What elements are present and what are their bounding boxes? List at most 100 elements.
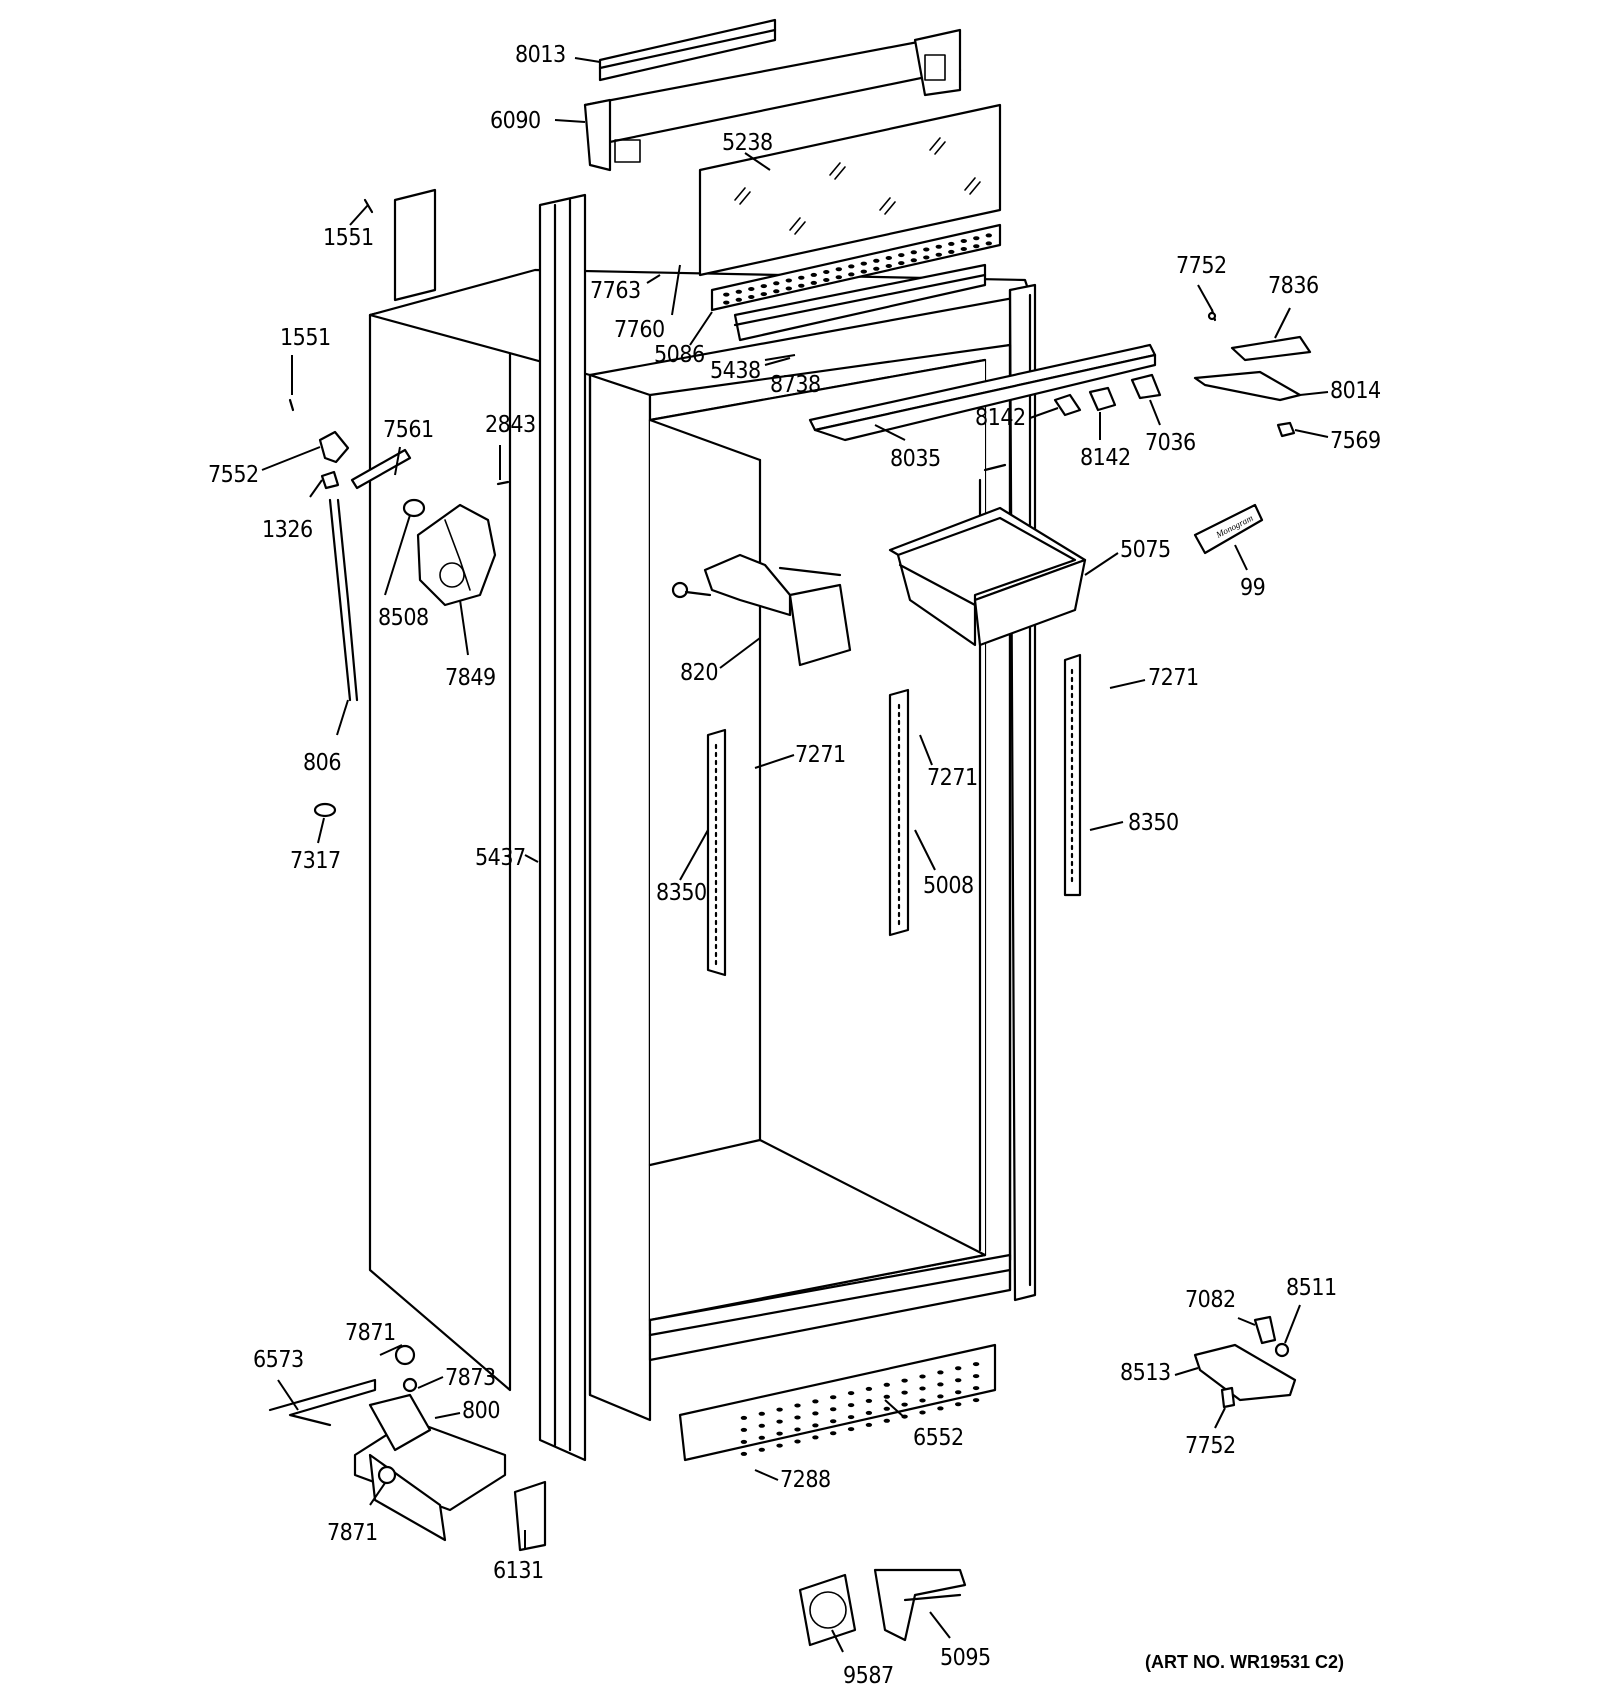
perforation-dot bbox=[740, 1439, 748, 1444]
perforation-dot bbox=[830, 1407, 837, 1412]
perforation-dot bbox=[785, 286, 792, 291]
leader-5095 bbox=[929, 1611, 951, 1639]
part-label-5075: 5075 bbox=[1120, 537, 1171, 563]
monogram-badge-99: Monogram bbox=[1193, 503, 1264, 555]
hinge-7836 bbox=[1230, 335, 1312, 362]
perforation-dot bbox=[758, 1411, 765, 1416]
part-label-7849: 7849 bbox=[445, 665, 496, 691]
part-label-806: 806 bbox=[303, 750, 341, 776]
perforation-dot bbox=[973, 236, 980, 241]
bracket-6131 bbox=[513, 1480, 547, 1552]
perforation-dot bbox=[848, 264, 855, 269]
perforation-dot bbox=[723, 292, 730, 297]
perforation-dot bbox=[812, 1399, 819, 1404]
part-label-5086: 5086 bbox=[654, 342, 705, 368]
perforation-dot bbox=[937, 1394, 944, 1399]
water-valve-assembly-800 bbox=[353, 1344, 507, 1542]
part-label-820: 820 bbox=[680, 660, 718, 686]
perforation-dot bbox=[865, 1422, 873, 1427]
perforation-dot bbox=[919, 1398, 926, 1403]
nut-7569 bbox=[1276, 421, 1296, 438]
perforation-dot bbox=[948, 241, 955, 246]
part-label-7271a: 7271 bbox=[795, 742, 846, 768]
part-label-7760: 7760 bbox=[614, 317, 665, 343]
perforation-dot bbox=[776, 1407, 783, 1412]
leader-7271b bbox=[919, 734, 933, 766]
perforation-dot bbox=[955, 1366, 962, 1371]
perforation-dot bbox=[865, 1410, 873, 1415]
part-label-99: 99 bbox=[1240, 575, 1265, 601]
part-label-8513: 8513 bbox=[1120, 1360, 1171, 1386]
perforation-dot bbox=[776, 1431, 783, 1436]
part-label-5437: 5437 bbox=[475, 845, 526, 871]
perforation-dot bbox=[883, 1382, 890, 1387]
perforation-dot bbox=[735, 297, 742, 302]
perforation-dot bbox=[835, 267, 842, 272]
part-label-7271b: 7271 bbox=[927, 765, 978, 791]
perforation-dot bbox=[919, 1410, 926, 1415]
perforation-dot bbox=[910, 250, 917, 255]
part-label-7552: 7552 bbox=[208, 462, 259, 488]
perforation-dot bbox=[785, 278, 792, 283]
perforation-dot bbox=[885, 256, 892, 260]
perforation-dot bbox=[740, 1427, 748, 1432]
leader-5086 bbox=[689, 311, 713, 346]
part-label-5095: 5095 bbox=[940, 1645, 991, 1671]
part-label-6573: 6573 bbox=[253, 1347, 304, 1373]
perforation-dot bbox=[798, 275, 805, 280]
perforation-dot bbox=[794, 1403, 801, 1408]
part-label-8350b: 8350 bbox=[1128, 810, 1179, 836]
perforation-dot bbox=[773, 281, 780, 286]
part-label-8142b: 8142 bbox=[1080, 445, 1131, 471]
rail-8035 bbox=[808, 343, 1157, 442]
part-label-7036: 7036 bbox=[1145, 430, 1196, 456]
perforation-dot bbox=[823, 270, 830, 274]
leader-806 bbox=[336, 699, 349, 736]
perforation-dot bbox=[776, 1443, 783, 1448]
part-label-8508: 8508 bbox=[378, 605, 429, 631]
part-label-7752b: 7752 bbox=[1185, 1433, 1236, 1459]
leader-99 bbox=[1234, 544, 1248, 571]
leader-5438 bbox=[764, 357, 791, 366]
perforation-dot bbox=[723, 300, 730, 305]
perforation-dot bbox=[748, 295, 755, 299]
perforation-dot bbox=[898, 261, 905, 266]
leader-8350a bbox=[679, 829, 709, 881]
perforation-dot bbox=[760, 284, 767, 289]
perforation-dot bbox=[985, 241, 992, 246]
part-label-8035: 8035 bbox=[890, 446, 941, 472]
perforation-dot bbox=[955, 1390, 962, 1395]
hinge-plate-8014 bbox=[1193, 370, 1302, 402]
washer-8511 bbox=[1274, 1342, 1290, 1358]
perforation-dot bbox=[794, 1415, 801, 1420]
perforation-dot bbox=[776, 1419, 783, 1424]
screw-1551-top bbox=[363, 198, 374, 214]
leader-8142a bbox=[1029, 407, 1059, 419]
leader-8738 bbox=[764, 354, 796, 361]
mullion-strip-5437 bbox=[538, 193, 587, 1462]
perforation-dot bbox=[972, 1374, 980, 1379]
part-label-6131: 6131 bbox=[493, 1558, 544, 1584]
perforation-dot bbox=[883, 1406, 890, 1411]
part-label-7871a: 7871 bbox=[345, 1320, 396, 1346]
perforation-dot bbox=[810, 272, 817, 277]
part-label-8738: 8738 bbox=[770, 372, 821, 398]
perforation-dot bbox=[937, 1406, 944, 1411]
fan-cover-5095 bbox=[873, 1568, 967, 1642]
leader-7873 bbox=[417, 1376, 444, 1389]
water-line-806 bbox=[328, 498, 359, 702]
bolt-7082 bbox=[1253, 1315, 1277, 1345]
perforation-dot bbox=[901, 1402, 908, 1407]
leader-5008 bbox=[914, 829, 936, 871]
clip-8142-b bbox=[1088, 386, 1117, 412]
perforation-dot bbox=[972, 1398, 980, 1403]
perforation-dot bbox=[883, 1418, 890, 1423]
leader-8508 bbox=[384, 514, 411, 596]
top-trim-8013 bbox=[598, 18, 777, 82]
perforation-dot bbox=[901, 1378, 908, 1383]
perforation-dot bbox=[812, 1411, 819, 1416]
icemaker-820 bbox=[671, 553, 852, 667]
part-label-7271c: 7271 bbox=[1148, 665, 1199, 691]
perforation-dot bbox=[972, 1386, 980, 1391]
perforation-dot bbox=[955, 1402, 962, 1407]
